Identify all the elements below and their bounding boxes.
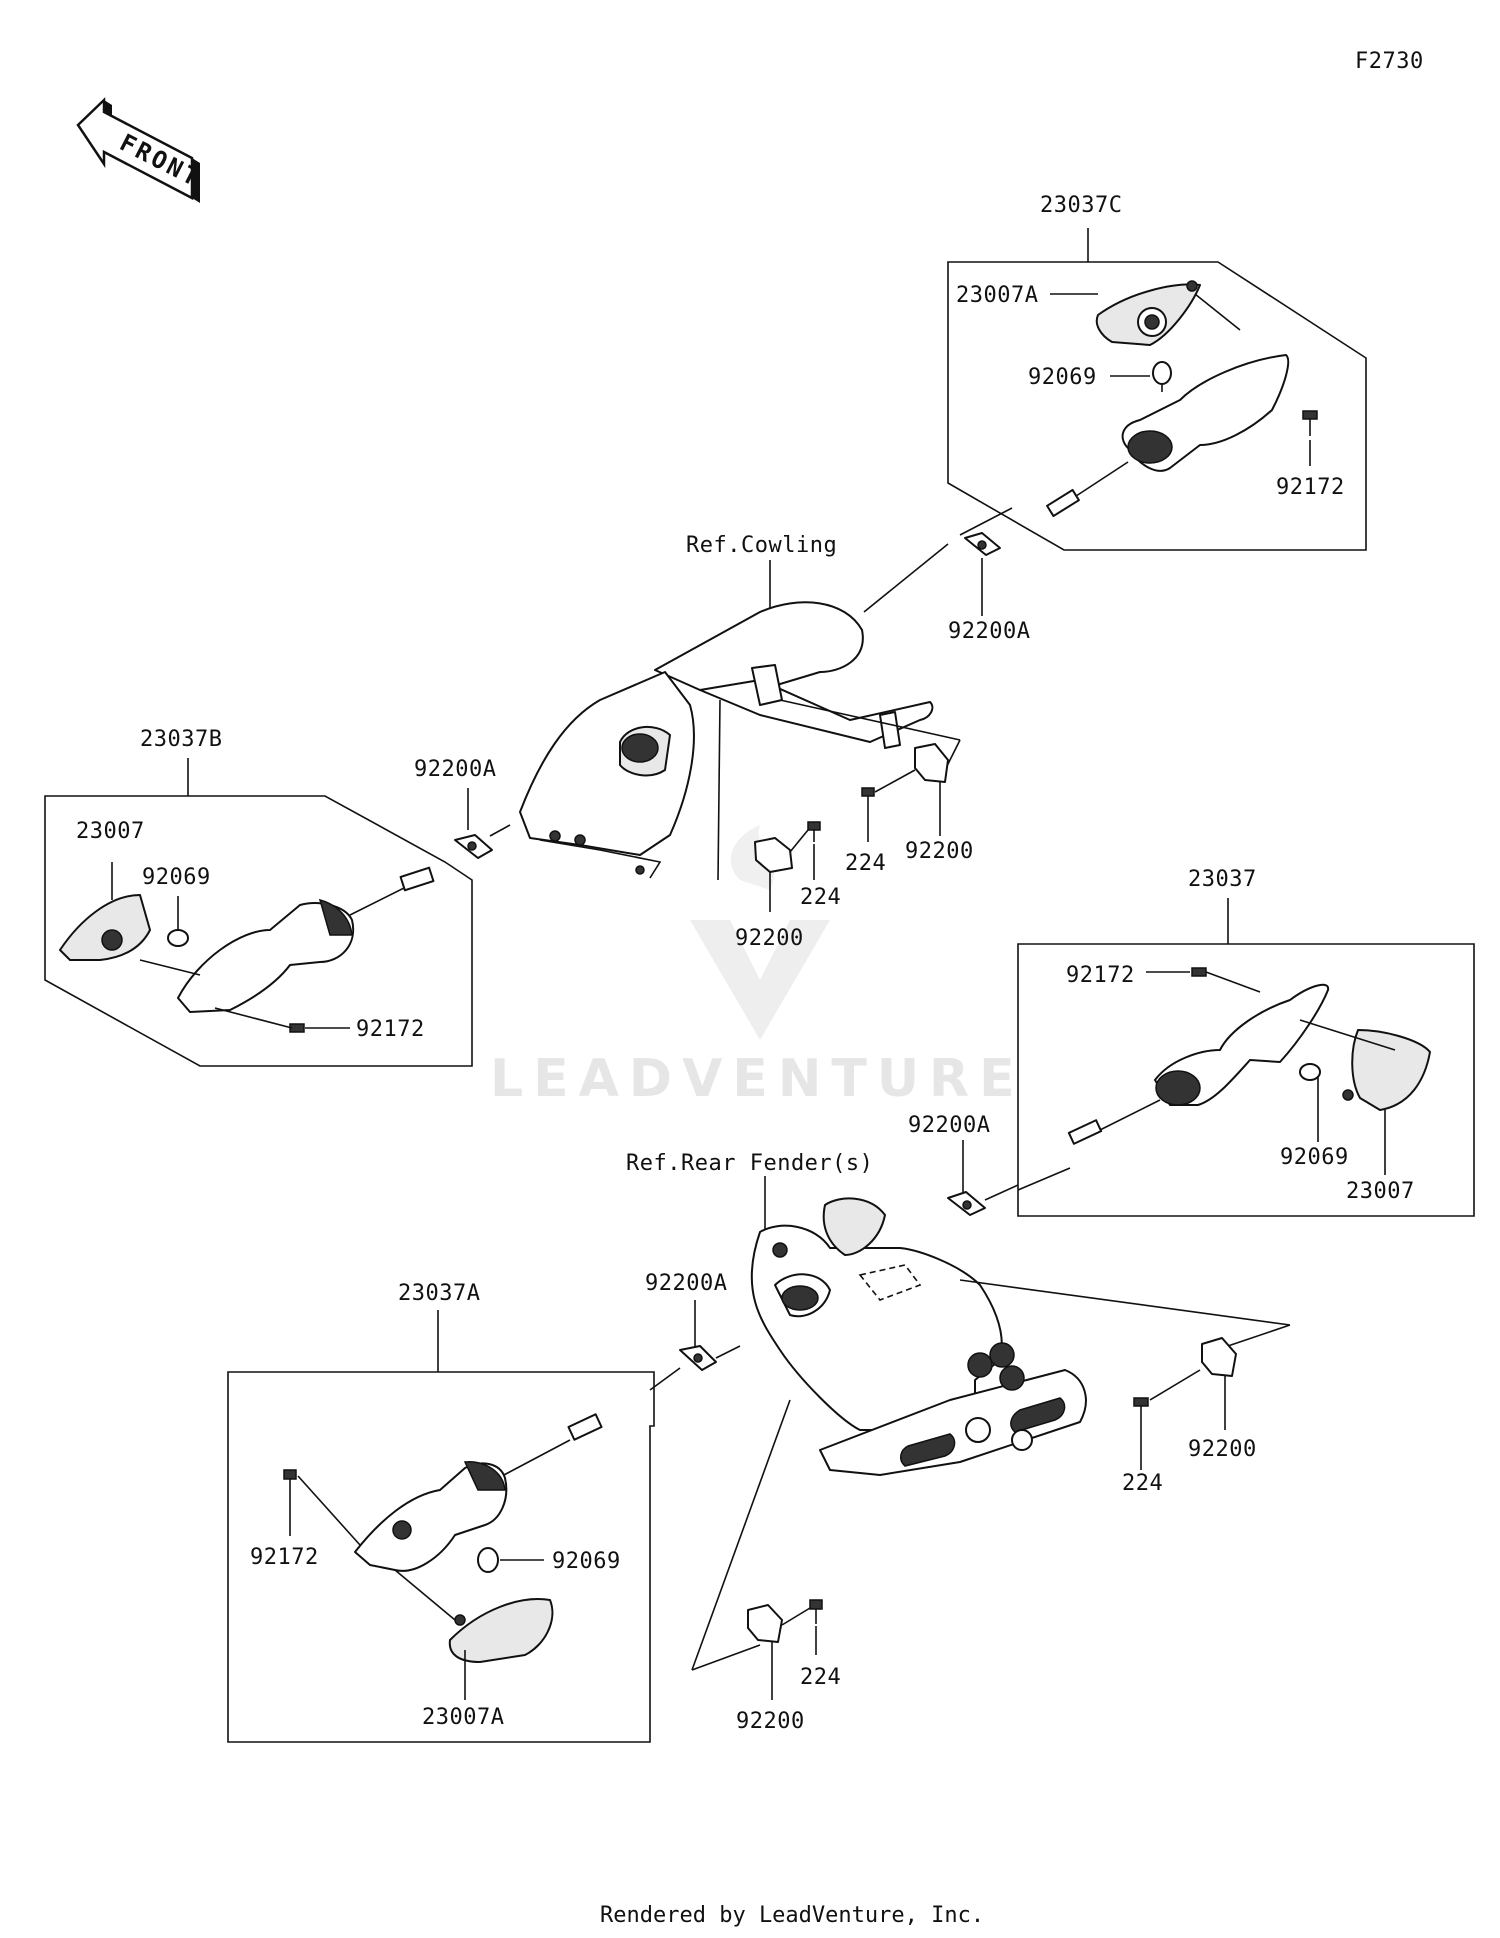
callout-92069-left: 92069 (142, 865, 211, 890)
callout-92172-top: 92172 (1276, 475, 1345, 500)
clip-92200-mid2 (861, 743, 949, 842)
clip-92200-low2 (747, 1599, 823, 1700)
callout-23037A: 23037A (398, 1281, 480, 1306)
callout-23037B: 23037B (140, 727, 222, 752)
callout-92200-low1: 92200 (1188, 1437, 1257, 1462)
front-arrow-icon: FRONT (76, 97, 206, 203)
group-23037A (227, 1300, 741, 1743)
cowling-assembly (519, 560, 961, 881)
diagram-code: F2730 (1355, 49, 1424, 74)
callout-92200A-right: 92200A (908, 1113, 990, 1138)
callout-23007-left: 23007 (76, 819, 145, 844)
callout-23007A-low: 23007A (422, 1705, 504, 1730)
callout-92200A-left: 92200A (414, 757, 496, 782)
callout-92200A-low: 92200A (645, 1271, 727, 1296)
callout-23037: 23037 (1188, 867, 1257, 892)
clip-92200-mid1 (754, 821, 821, 912)
callout-224-low1: 224 (1122, 1471, 1163, 1496)
callout-224-mid2: 224 (845, 851, 886, 876)
callout-92069-right: 92069 (1280, 1145, 1349, 1170)
callout-23007A-top: 23007A (956, 283, 1038, 308)
callout-92172-left: 92172 (356, 1017, 425, 1042)
group-23037C (863, 228, 1367, 616)
callout-92069-top: 92069 (1028, 365, 1097, 390)
callout-92200A-top: 92200A (948, 619, 1030, 644)
footer-credit: Rendered by LeadVenture, Inc. (600, 1903, 984, 1928)
callout-224-mid1: 224 (800, 885, 841, 910)
clip-92200-low1 (1133, 1337, 1237, 1470)
callout-92172-low: 92172 (250, 1545, 319, 1570)
watermark: LEADVENTURE (490, 825, 1025, 1109)
callout-23037C: 23037C (1040, 193, 1122, 218)
watermark-text: LEADVENTURE (490, 1049, 1025, 1109)
group-23037 (947, 898, 1475, 1217)
callout-92200-mid2: 92200 (905, 839, 974, 864)
ref-cowling: Ref.Cowling (686, 533, 837, 558)
group-23037B (44, 758, 511, 1067)
callout-92172-right: 92172 (1066, 963, 1135, 988)
callout-23007-right: 23007 (1346, 1179, 1415, 1204)
callout-92200-low2: 92200 (736, 1709, 805, 1734)
callout-224-low2: 224 (800, 1665, 841, 1690)
callout-92200-mid1: 92200 (735, 926, 804, 951)
callout-92069-low: 92069 (552, 1549, 621, 1574)
ref-rear-fender: Ref.Rear Fender(s) (626, 1151, 873, 1176)
rear-fender-assembly (691, 1176, 1291, 1671)
